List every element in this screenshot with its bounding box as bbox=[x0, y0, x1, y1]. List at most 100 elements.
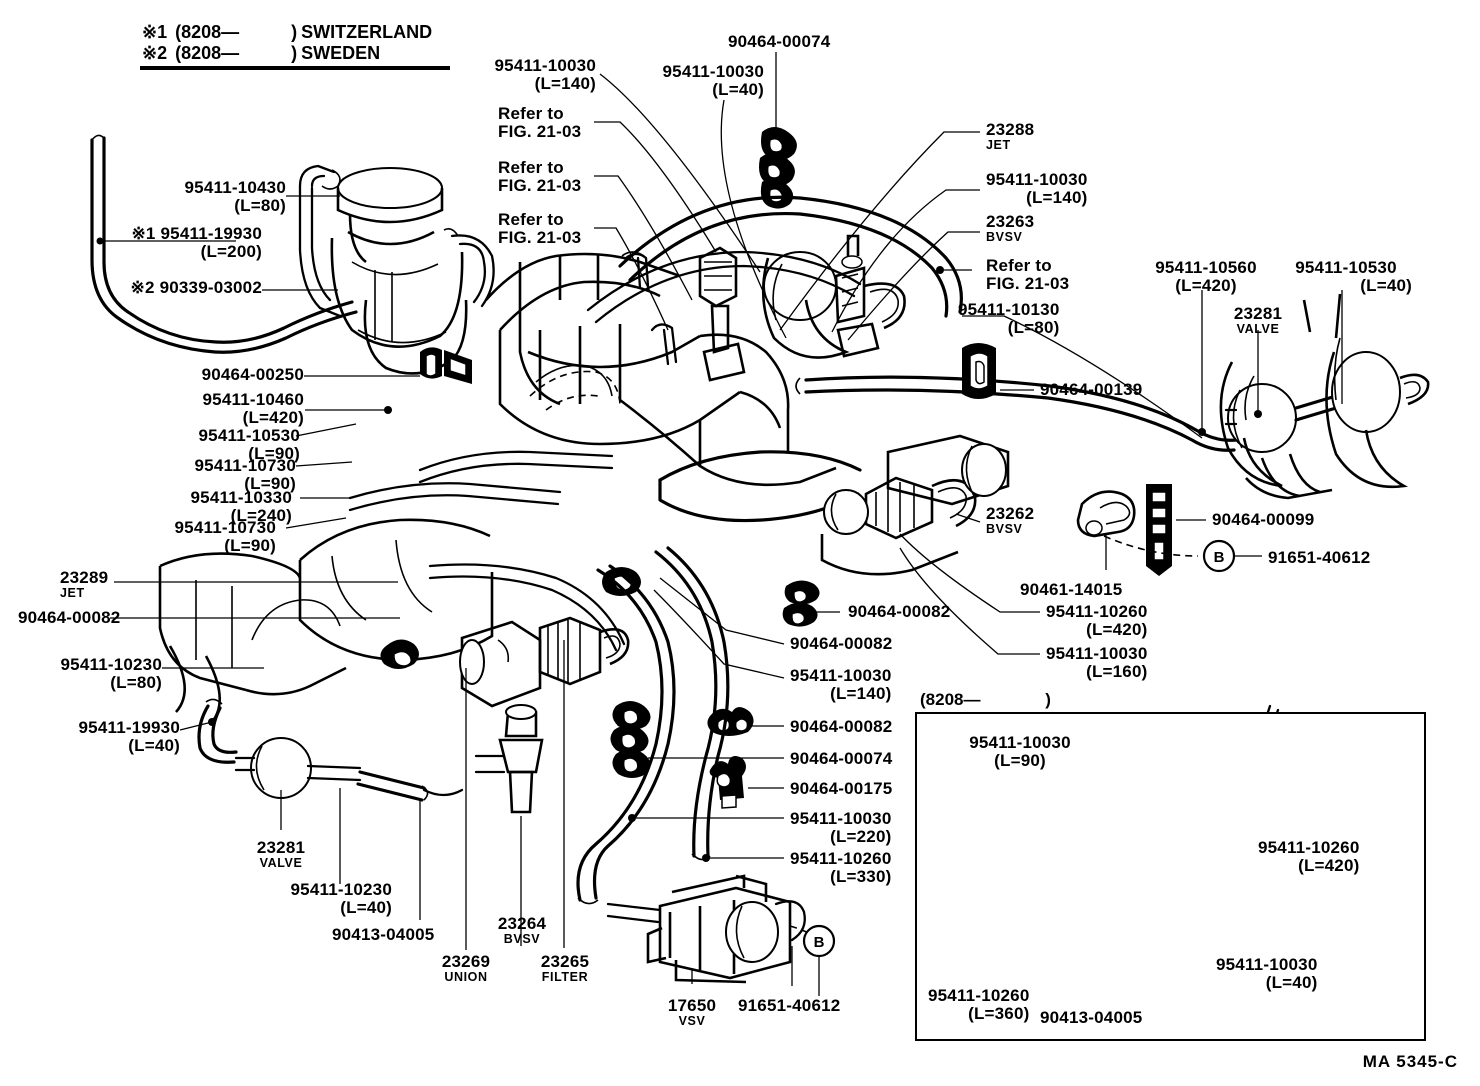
label-95411-19930-200: ※1 95411-19930 (L=200) bbox=[131, 224, 262, 261]
inset-label-95411-10260-420: 95411-10260 (L=420) bbox=[1258, 838, 1360, 875]
label-95411-10030-140c: 95411-10030 (L=140) bbox=[790, 666, 892, 703]
inset-box bbox=[915, 712, 1426, 1041]
valve-23281-right bbox=[1219, 293, 1430, 500]
part-glyphs bbox=[380, 127, 1199, 809]
label-95411-10260-420: 95411-10260 (L=420) bbox=[1046, 602, 1148, 639]
label-95411-10530-40: 95411-10530 (L=40) bbox=[1295, 258, 1412, 295]
label-90339-03002: ※2 90339-03002 bbox=[130, 278, 262, 297]
label-90461-14015: 90461-14015 bbox=[1020, 580, 1123, 599]
vsv-17650-assembly bbox=[606, 874, 806, 984]
legend-row: ※1 (8208— ) SWITZERLAND bbox=[140, 22, 434, 43]
legend-block: ※1 (8208— ) SWITZERLAND ※2 (8208— ) SWED… bbox=[140, 22, 450, 70]
label-23264-bvsv: 23264 BVSV bbox=[497, 914, 547, 946]
label-95411-10460: 95411-10460 (L=420) bbox=[202, 390, 304, 427]
legend-mark: ※2 bbox=[142, 43, 168, 63]
label-17650-vsv: 17650 VSV bbox=[667, 996, 717, 1028]
mark-2: ※2 bbox=[130, 278, 155, 297]
inset-label-95411-10030-40: 95411-10030 (L=40) bbox=[1216, 955, 1318, 992]
legend-range: (8208— bbox=[175, 22, 240, 42]
legend-close: ) bbox=[291, 43, 298, 63]
bottom-hose-loops bbox=[428, 546, 730, 905]
legend-close: ) bbox=[291, 22, 298, 42]
legend-row: ※2 (8208— ) SWEDEN bbox=[140, 43, 434, 64]
leader-lines bbox=[96, 52, 1343, 986]
label-95411-10130: 95411-10130 (L=80) bbox=[958, 300, 1060, 337]
main-vacuum-lines bbox=[348, 375, 1238, 523]
label-90464-00074-mid: 90464-00074 bbox=[790, 749, 893, 768]
label-refer-fig-2: Refer to FIG. 21-03 bbox=[498, 158, 582, 195]
clip-90464-00099-glyph bbox=[1146, 484, 1172, 576]
inset-caption-open: (8208— bbox=[920, 690, 981, 709]
label-refer-fig-1: Refer to FIG. 21-03 bbox=[498, 104, 582, 141]
label-95411-10730-90a: 95411-10730 (L=90) bbox=[194, 456, 296, 493]
canister-assembly bbox=[298, 164, 495, 375]
label-refer-fig-3: Refer to FIG. 21-03 bbox=[498, 210, 582, 247]
inset-label-95411-10030-90: 95411-10030 (L=90) bbox=[969, 733, 1071, 770]
mark-1: ※1 bbox=[131, 224, 156, 243]
clip-90464-00082-glyph-a bbox=[782, 580, 820, 627]
lower-device-cluster bbox=[459, 616, 815, 984]
bracket-90461-14015-glyph bbox=[1076, 490, 1136, 538]
label-23262-bvsv: 23262 BVSV bbox=[986, 504, 1035, 536]
label-95411-10030-140b: 95411-10030 (L=140) bbox=[986, 170, 1088, 207]
label-95411-10230-80: 95411-10230 (L=80) bbox=[60, 655, 162, 692]
grommet-90464-00250-glyph bbox=[420, 347, 472, 384]
label-91651-40612-right: 91651-40612 bbox=[1268, 548, 1371, 567]
drawing-code: MA 5345-C bbox=[1362, 1052, 1458, 1071]
label-23281-valve-left: 23281 VALVE bbox=[256, 838, 306, 870]
top-center-connectors bbox=[586, 195, 963, 382]
label-90464-00099: 90464-00099 bbox=[1212, 510, 1315, 529]
label-95411-10330: 95411-10330 (L=240) bbox=[190, 488, 292, 525]
inset-label-95411-10260-360: 95411-10260 (L=360) bbox=[928, 986, 1030, 1023]
label-90464-00082-b: 90464-00082 bbox=[848, 602, 951, 621]
label-95411-10230-40: 95411-10230 (L=40) bbox=[290, 880, 392, 917]
label-23281-valve-right: 23281 VALVE bbox=[1233, 304, 1283, 336]
label-23265-filter: 23265 FILTER bbox=[540, 952, 590, 984]
badge-b-bottom: B bbox=[802, 924, 836, 996]
bvsv-23263 bbox=[761, 234, 906, 359]
label-90464-00175: 90464-00175 bbox=[790, 779, 893, 798]
bvsv-23262 bbox=[820, 434, 1010, 576]
valve-23281-left bbox=[197, 698, 464, 802]
label-95411-10030-160: 95411-10030 (L=160) bbox=[1046, 644, 1148, 681]
leader-dashed-b-right bbox=[1103, 535, 1199, 557]
legend-range: (8208— bbox=[175, 43, 240, 63]
legend-country: SWITZERLAND bbox=[301, 22, 433, 42]
label-23269-union: 23269 UNION bbox=[441, 952, 491, 984]
leader-dashed-b-bottom bbox=[789, 925, 815, 937]
legend-country: SWEDEN bbox=[301, 43, 381, 63]
label-91651-40612-bottom: 91651-40612 bbox=[738, 996, 841, 1015]
label-95411-10530-90: 95411-10530 (L=90) bbox=[198, 426, 300, 463]
clip-90464-00175-glyph bbox=[709, 756, 746, 809]
legend-table: ※1 (8208— ) SWITZERLAND ※2 (8208— ) SWED… bbox=[140, 22, 434, 64]
label-95411-10260-330: 95411-10260 (L=330) bbox=[790, 849, 892, 886]
label-90413-04005: 90413-04005 bbox=[332, 925, 435, 944]
inset-caption-close: ) bbox=[1045, 690, 1051, 709]
svg-text:B: B bbox=[1214, 549, 1225, 566]
label-95411-10730-90b: 95411-10730 (L=90) bbox=[174, 518, 276, 555]
badge-b-right: B bbox=[1202, 539, 1236, 573]
clamp-90464-00139-glyph bbox=[962, 343, 996, 399]
clip-90464-00082-glyph-b bbox=[602, 567, 641, 596]
label-90464-00082-c: 90464-00082 bbox=[790, 634, 893, 653]
label-90464-00139: 90464-00139 bbox=[1040, 380, 1143, 399]
legend-mark: ※1 bbox=[142, 22, 168, 42]
label-95411-10430: 95411-10430 (L=80) bbox=[184, 178, 286, 215]
label-95411-19930-40: 95411-19930 (L=40) bbox=[78, 718, 180, 755]
label-refer-fig-4: Refer to FIG. 21-03 bbox=[986, 256, 1070, 293]
label-90464-00082-a: 90464-00082 bbox=[18, 608, 121, 627]
hose-left-long bbox=[90, 134, 358, 354]
label-95411-10560: 95411-10560 (L=420) bbox=[1155, 258, 1257, 295]
label-90464-00250: 90464-00250 bbox=[201, 365, 304, 384]
label-23288-jet: 23288 JET bbox=[986, 120, 1035, 152]
label-23289-jet: 23289 JET bbox=[60, 568, 109, 600]
inset-label-90413-04005: 90413-04005 bbox=[1040, 1008, 1143, 1027]
clip-glyph-lower-left bbox=[380, 639, 419, 669]
legend-underline bbox=[140, 66, 450, 70]
connector-stack-center bbox=[698, 246, 746, 382]
jet-90464-00074-glyph bbox=[610, 701, 651, 778]
svg-text:B: B bbox=[814, 934, 825, 951]
label-23263-bvsv: 23263 BVSV bbox=[986, 212, 1035, 244]
label-95411-10030-220: 95411-10030 (L=220) bbox=[790, 809, 892, 846]
